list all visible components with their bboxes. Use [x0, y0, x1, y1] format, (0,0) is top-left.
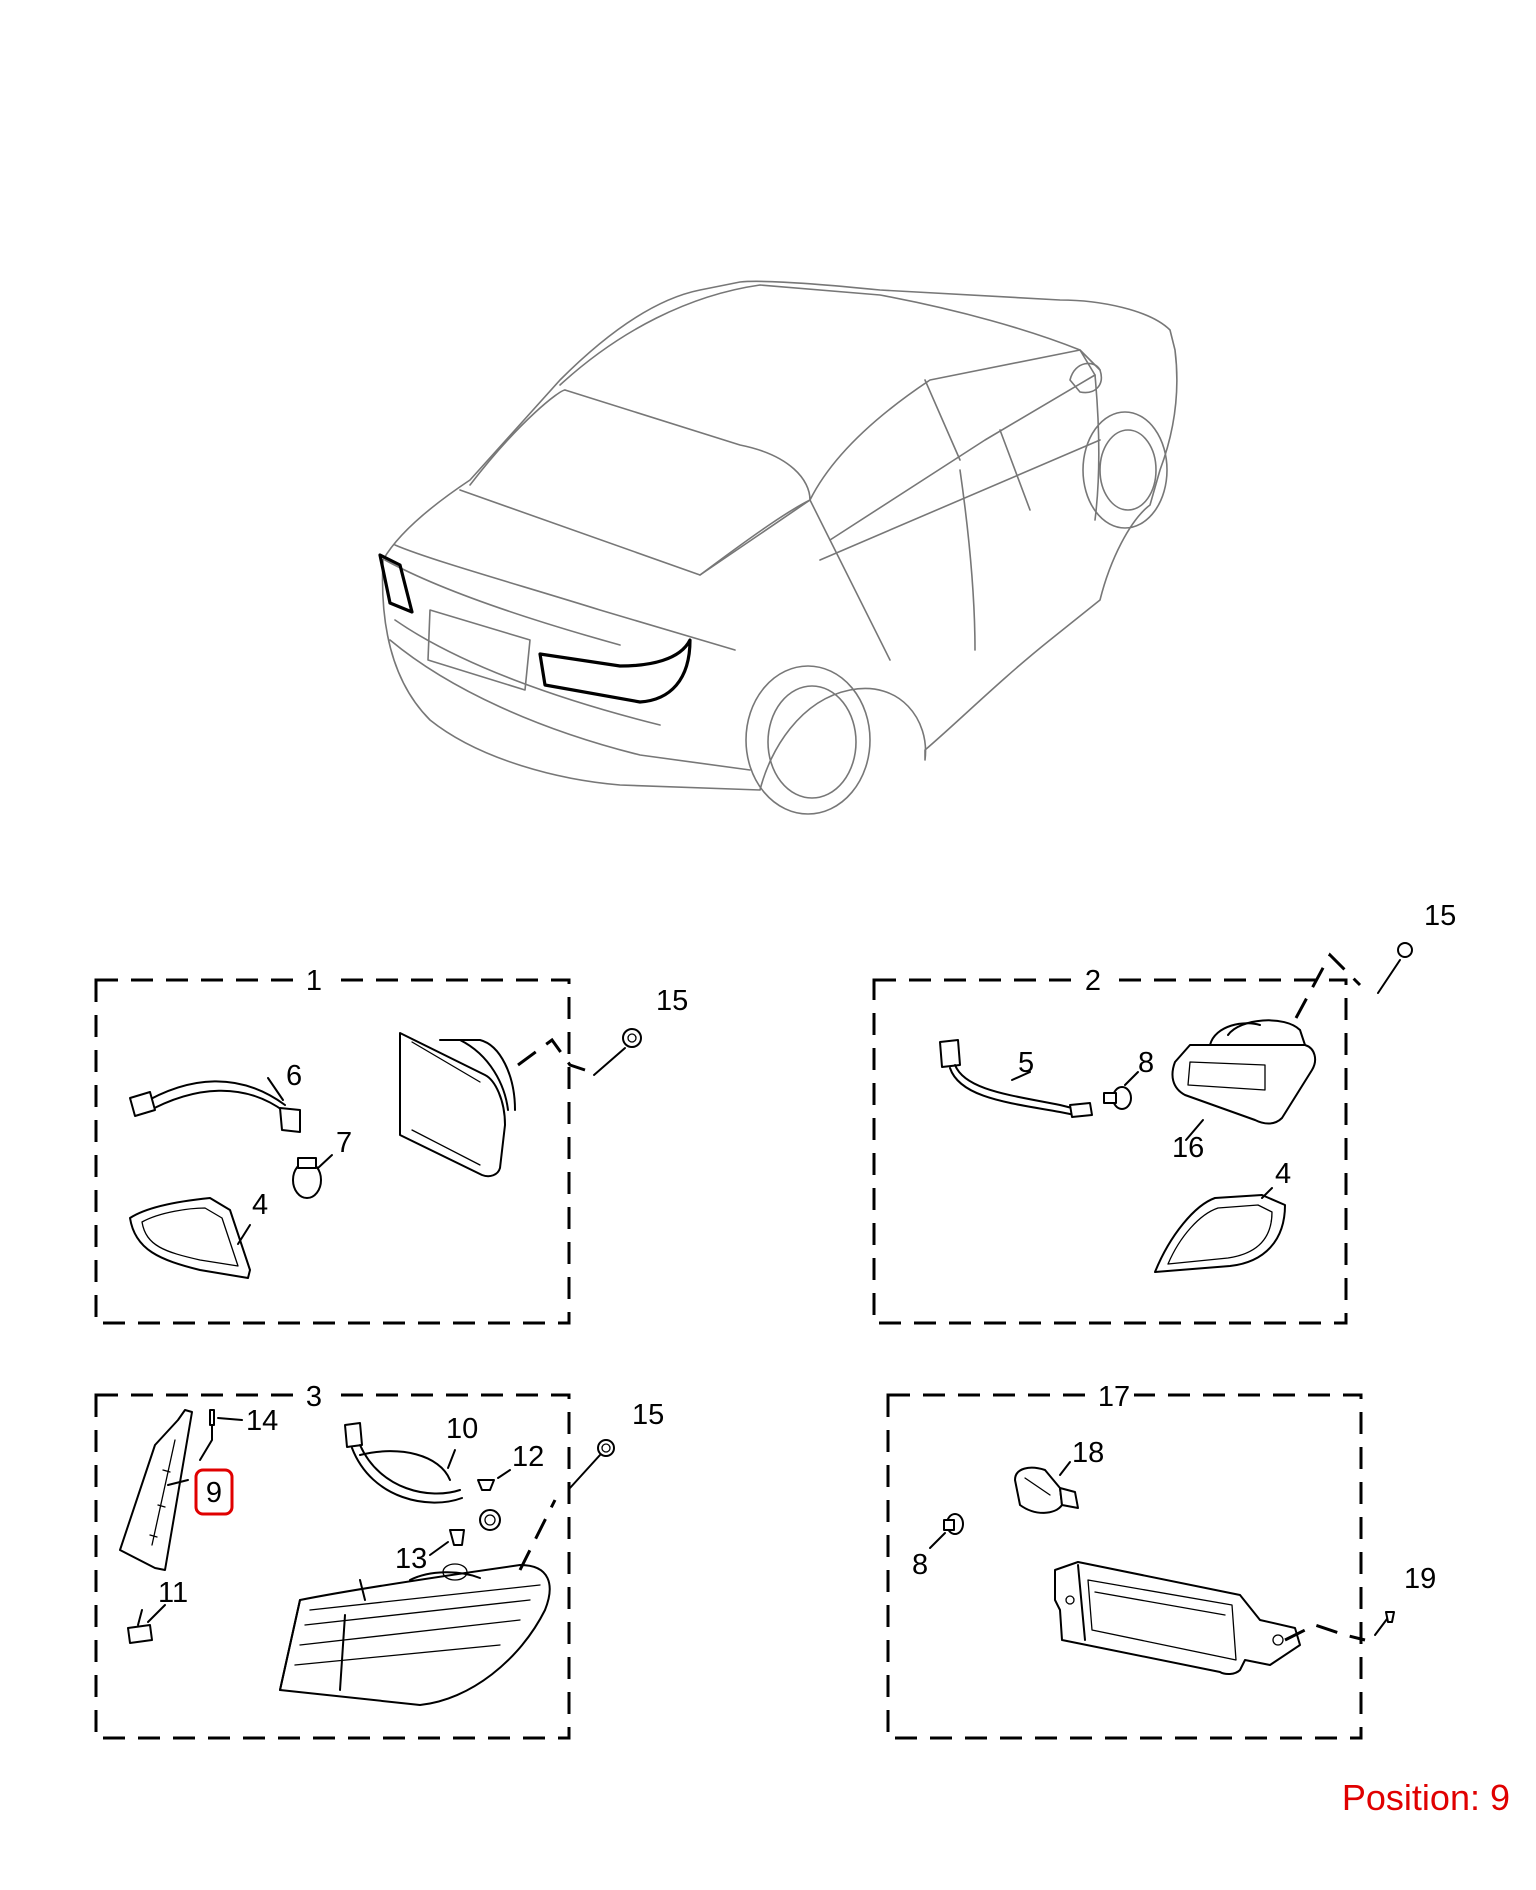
group-1-box: 1 6 7 4 [94, 962, 688, 1325]
callout-g2-8: 8 [1138, 1047, 1154, 1079]
callout-g3-15: 15 [632, 1399, 664, 1431]
harness-5 [939, 1039, 1093, 1118]
callout-g17-8: 8 [912, 1549, 928, 1581]
group-3-box: 3 9 14 10 [94, 1378, 664, 1740]
bulb-7 [292, 1154, 333, 1199]
harness-6 [129, 1077, 301, 1133]
clip-11 [127, 1604, 166, 1644]
callout-g3-13: 13 [395, 1543, 427, 1575]
high-mount-lamp [1054, 1561, 1301, 1676]
callout-1: 1 [306, 965, 322, 997]
bulb-8-g2 [1103, 1071, 1139, 1110]
callout-g17-18: 18 [1072, 1437, 1104, 1469]
group-2-box: 2 5 8 16 [872, 900, 1456, 1325]
lamp-16 [1171, 1019, 1317, 1141]
callout-g2-5: 5 [1018, 1047, 1034, 1079]
callout-g1-4: 4 [252, 1189, 268, 1221]
gasket-4 [129, 1197, 251, 1279]
harness-10 [344, 1422, 501, 1531]
callout-17: 17 [1098, 1381, 1130, 1413]
callout-g2-16: 16 [1172, 1132, 1204, 1164]
gasket-4-g2 [1154, 1187, 1286, 1273]
group-17-box: 17 18 8 19 [886, 1378, 1436, 1740]
callout-g3-10: 10 [446, 1413, 478, 1445]
clip-15-g3 [597, 1439, 615, 1457]
highlight-box-9 [194, 1468, 234, 1516]
lamp-assembly-g3 [279, 1563, 551, 1706]
callout-3: 3 [306, 1381, 322, 1413]
screw-19 [1385, 1611, 1395, 1623]
callout-g1-15: 15 [656, 985, 688, 1017]
callout-g1-6: 6 [286, 1060, 302, 1092]
callout-g2-4: 4 [1275, 1158, 1291, 1190]
bulb-8-g17 [929, 1513, 964, 1549]
callout-g3-12: 12 [512, 1441, 544, 1473]
callout-g1-7: 7 [336, 1127, 352, 1159]
callout-g2-15: 15 [1424, 900, 1456, 932]
callout-g3-14: 14 [246, 1405, 278, 1437]
callout-g17-19: 19 [1404, 1563, 1436, 1595]
clip-15-g1 [622, 1028, 642, 1048]
car-illustration [378, 280, 1178, 815]
screw-13 [429, 1529, 465, 1556]
position-caption: Position: 9 [1341, 1777, 1510, 1818]
screw-12 [477, 1469, 511, 1491]
socket-18 [1014, 1461, 1079, 1514]
screw-14 [199, 1409, 243, 1461]
bracket-9 [119, 1409, 193, 1571]
callout-g3-11: 11 [158, 1577, 188, 1609]
clip-15-g2 [1397, 942, 1413, 958]
callout-g3-9: 9 [206, 1477, 222, 1509]
lamp-assembly-g1 [399, 1032, 516, 1178]
callout-2: 2 [1085, 965, 1101, 997]
